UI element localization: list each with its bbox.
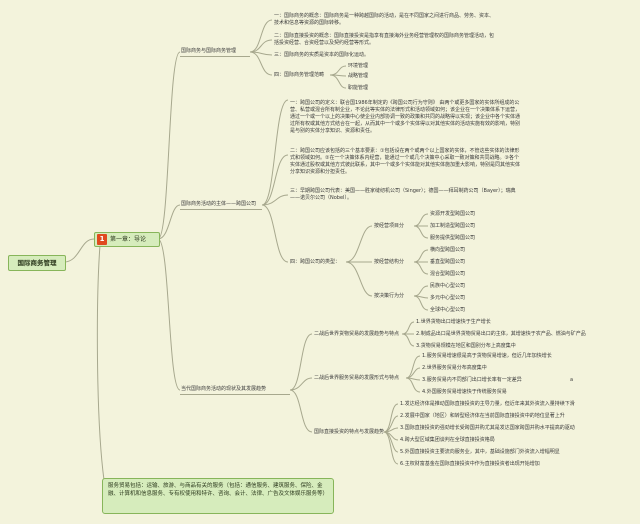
fdi-point[interactable]: 5.外国直接投资主要流向服务业，其中，基础设施部门外资流入增幅明显 xyxy=(400,449,560,455)
branch-underline xyxy=(180,394,290,395)
type-item[interactable]: 全球中心型公司 xyxy=(430,307,466,313)
b2-item-4[interactable]: 四：跨国公司的类型： xyxy=(290,259,341,265)
branch-underline xyxy=(180,56,250,57)
type-by-decision[interactable]: 按决策行为分 xyxy=(374,293,405,299)
b1-item-2[interactable]: 二：国际直接投资的概念：国际直接投资是指享有直接海外业务经营管理权的国际商务管理… xyxy=(274,33,495,46)
scope-item[interactable]: 战略管理 xyxy=(348,73,369,79)
b1-item-4[interactable]: 四：国际商务管理范畴 xyxy=(274,72,325,78)
fdi-point[interactable]: 6.主权财富基金在国际直接投资中作为直接投资者出现开始增加 xyxy=(400,461,540,467)
branch-business-management[interactable]: 国际商务与国际商务管理 xyxy=(181,48,237,54)
trend-goods-trade[interactable]: 二战后世界货物贸易的发展趋势与特点 xyxy=(314,331,400,337)
fdi-point[interactable]: 2.发展中国家（地区）和转型经济体在当前国际直接投资中的地位显著上升 xyxy=(400,413,565,419)
scope-item[interactable]: 环境管理 xyxy=(348,63,369,69)
type-item[interactable]: 横向型跨国公司 xyxy=(430,247,466,253)
b1-item-3[interactable]: 三：国际商务的实质是资本的国际化运动。 xyxy=(274,52,370,58)
branch-current-trends[interactable]: 当代国际商务活动的现状及其发展趋势 xyxy=(181,386,267,392)
branch-multinational-corp[interactable]: 国际商务活动的主体——跨国公司 xyxy=(181,201,257,207)
branch-underline xyxy=(180,209,262,210)
service-trade-note[interactable]: 服务贸易包括：运输、旅游、与商品有关的服务（包括：通信服务、建筑服务、保险、金融… xyxy=(102,478,334,514)
b2-item-1[interactable]: 一：跨国公司的定义：联合国1986年制定的《跨国公司行为守则》 由两个或更多国家… xyxy=(290,100,521,134)
type-item[interactable]: 加工制造型跨国公司 xyxy=(430,223,476,229)
b2-item-3[interactable]: 三：早期跨国公司代表：美国——胜家缝纫机公司（Singer）；德国——拜耳制药公… xyxy=(290,188,516,201)
fdi-point[interactable]: 4.跨大型区域集团谈判在全球直接投资格局 xyxy=(400,437,495,443)
b2-item-2[interactable]: 二：跨国公司应该包括的三个基本要素：①包括设在两个或两个以上国家的实体，不管这些… xyxy=(290,148,521,175)
fdi-point[interactable]: 3.国际直接投资的强劲增长受跨国并购尤其是发达国家跨国并购水平提高的驱动 xyxy=(400,425,575,431)
service-trade-point[interactable]: 1.服务贸易增速很是高于货物贸易增速，但近几年加快增长 xyxy=(422,353,552,359)
type-item[interactable]: 混合型跨国公司 xyxy=(430,271,466,277)
service-trade-point[interactable]: 2.世界服务贸易分布高度集中 xyxy=(422,365,487,371)
chapter-label: 第一章：导论 xyxy=(110,236,147,243)
trend-fdi[interactable]: 国际直接投资的特点与发展趋势 xyxy=(314,429,385,435)
type-item[interactable]: 民族中心型公司 xyxy=(430,283,466,289)
type-by-project[interactable]: 按经营项目分 xyxy=(374,223,405,229)
b1-item-1[interactable]: 一：国际商务的概念：国际商务是一种跨越国际的活动，是在不同国家之间进行商品、劳务… xyxy=(274,13,495,26)
type-item[interactable]: 资源开发型跨国公司 xyxy=(430,211,476,217)
type-by-structure[interactable]: 按经营结构分 xyxy=(374,259,405,265)
root-topic[interactable]: 国际商务管理 xyxy=(8,255,66,271)
goods-trade-point[interactable]: 3.货物贸易规模在地区和国别分布上高度集中 xyxy=(416,343,516,349)
service-trade-point[interactable]: 4.外国服务贸易增速快于传统服务贸易 xyxy=(422,389,507,395)
chapter-number-badge: 1 xyxy=(97,234,107,245)
trend-service-trade[interactable]: 二战后世界服务贸易的发展形式与特点 xyxy=(314,375,400,381)
scope-item[interactable]: 职能管理 xyxy=(348,85,369,91)
annotation-mark: a xyxy=(570,377,574,383)
fdi-point[interactable]: 1.发达经济体是推动国际直接投资的主导力量，但近年来其外资流入量持续下滑 xyxy=(400,401,575,407)
service-trade-point[interactable]: 3.服务贸易内不同部门出口增长率有一定差异 xyxy=(422,377,522,383)
goods-trade-point[interactable]: 1.世界货物出口增速快于生产增长 xyxy=(416,319,491,325)
goods-trade-point[interactable]: 2.制成品出口是世界货物贸易出口的主体，其增速快于农产品、燃油与矿产品 xyxy=(416,331,586,337)
type-item[interactable]: 多元中心型公司 xyxy=(430,295,466,301)
type-item[interactable]: 垂直型跨国公司 xyxy=(430,259,466,265)
type-item[interactable]: 服务提供型跨国公司 xyxy=(430,235,476,241)
